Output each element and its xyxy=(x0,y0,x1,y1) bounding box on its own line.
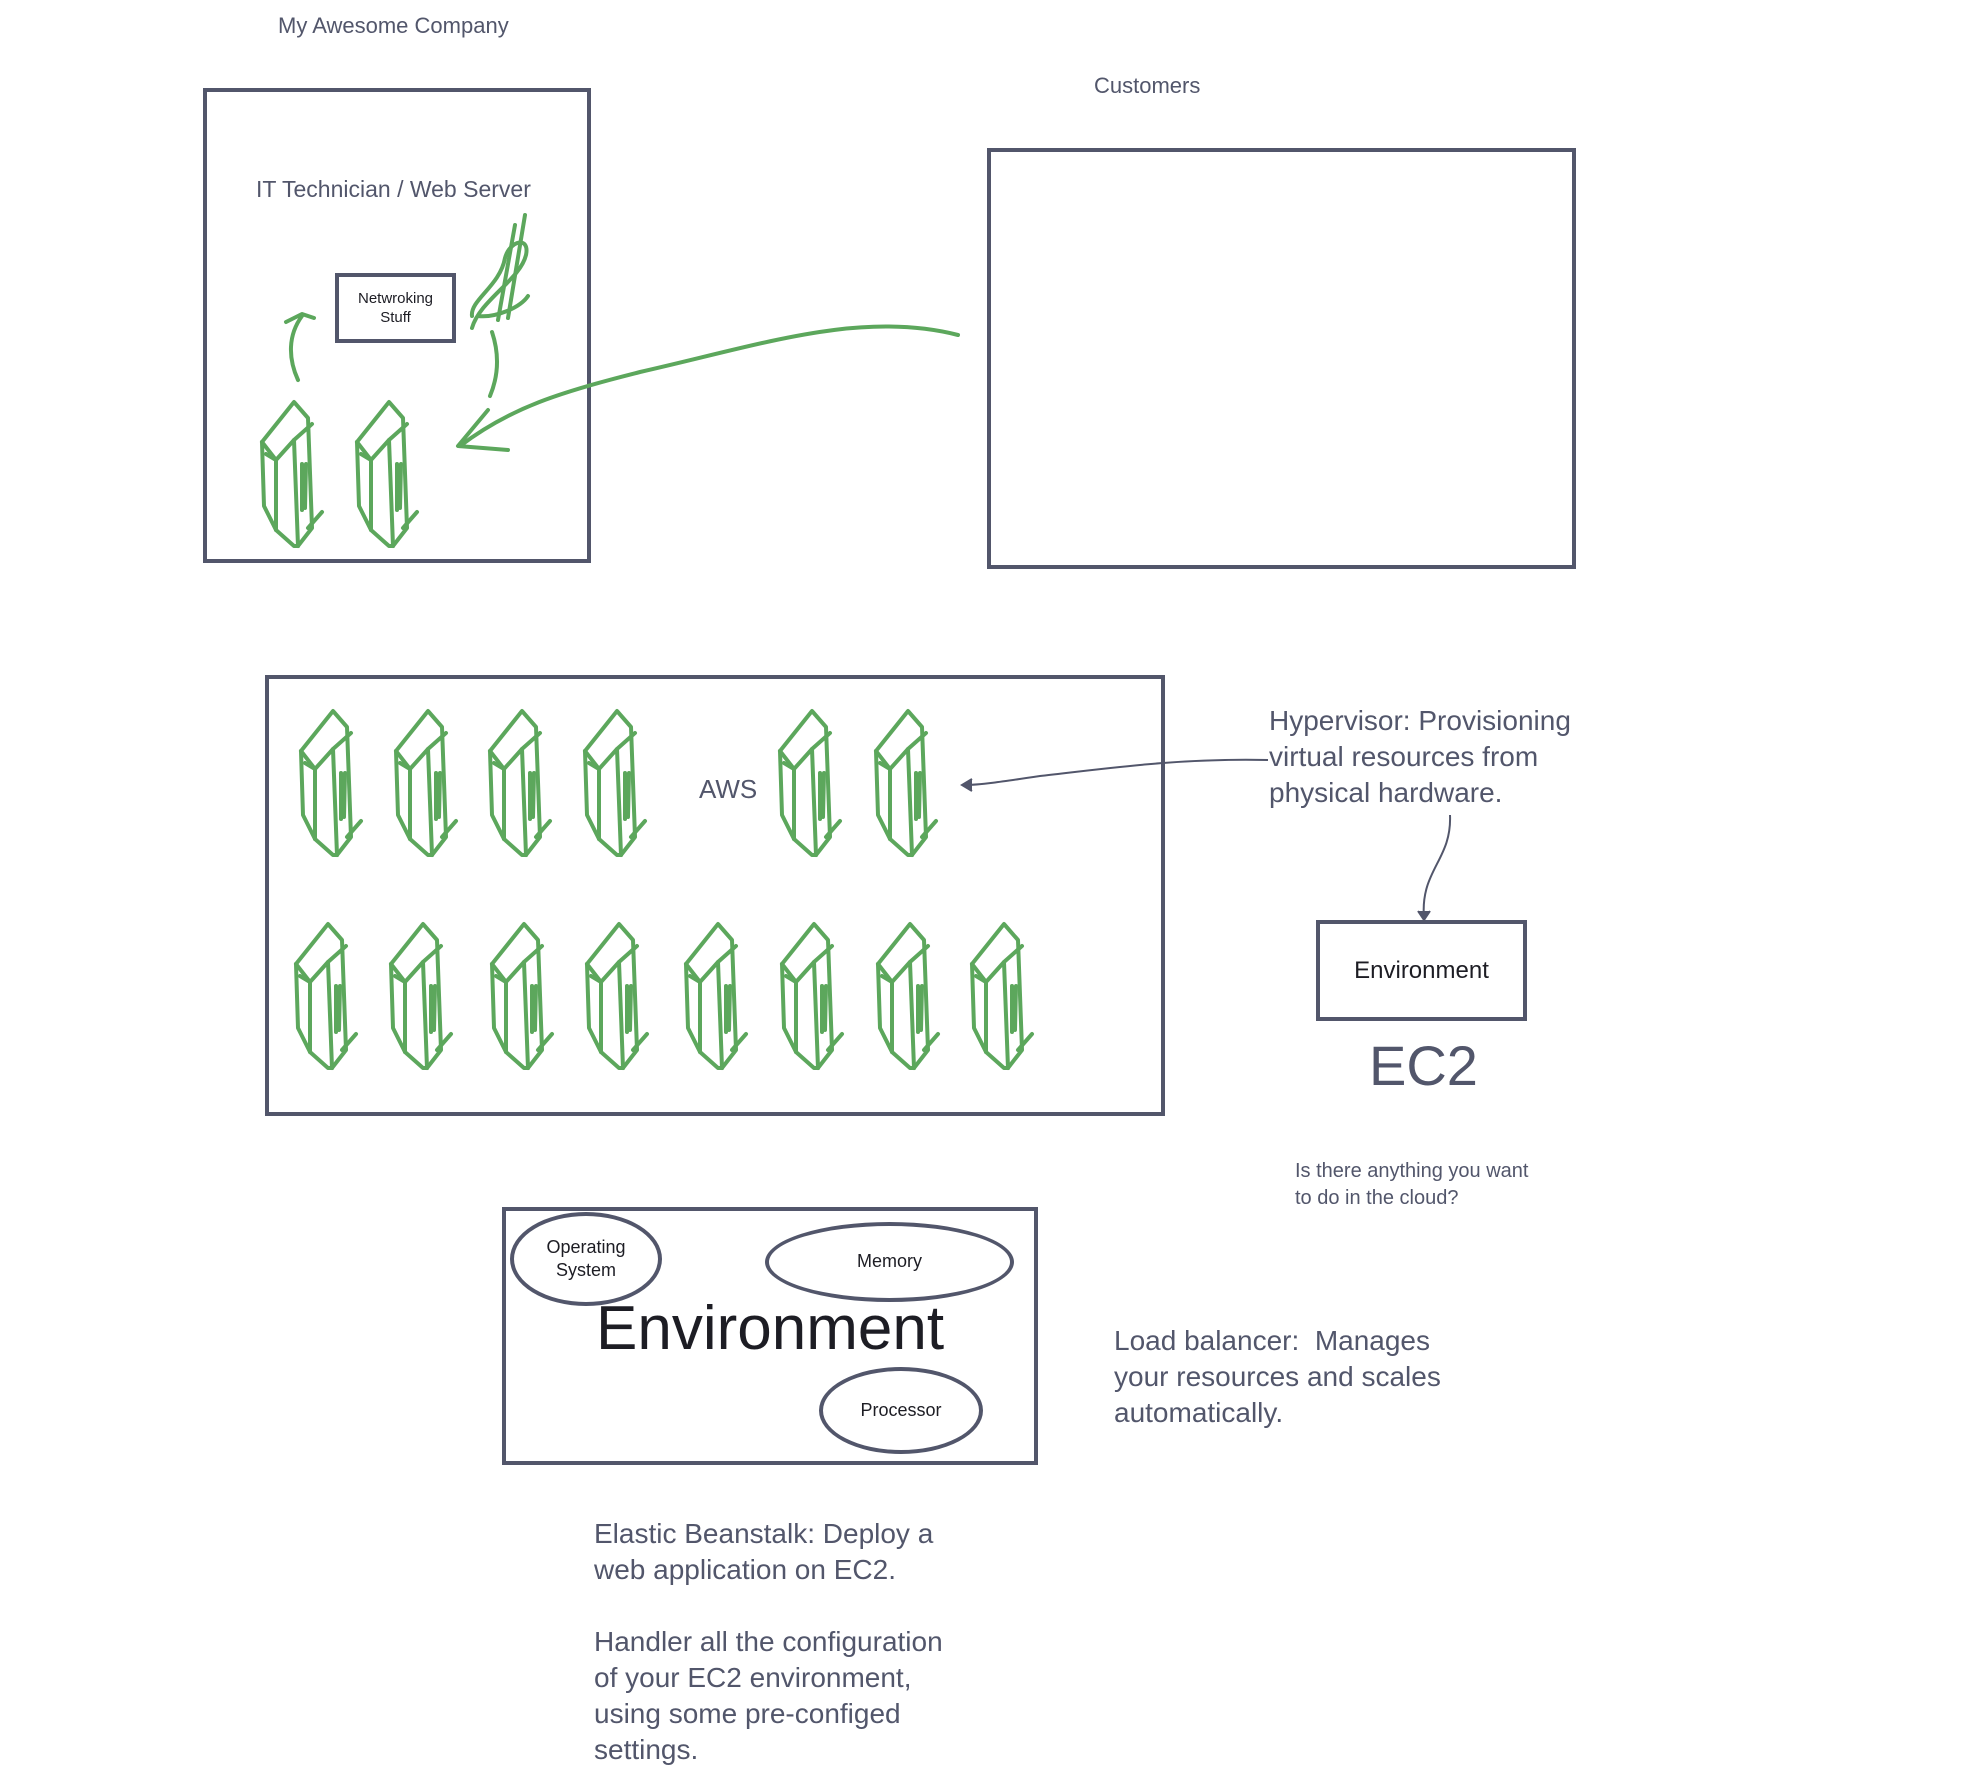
hypervisor-to-ec2-arrow xyxy=(1417,814,1452,922)
ec2-environment-box[interactable]: Environment xyxy=(1316,920,1527,1021)
company-title: My Awesome Company xyxy=(278,13,509,38)
networking-label: Netwroking Stuff xyxy=(357,289,434,327)
cloud-question: Is there anything you want to do in the … xyxy=(1295,1160,1529,1209)
environment-detail-box[interactable] xyxy=(502,1207,1038,1465)
memory-ellipse[interactable]: Memory xyxy=(765,1222,1014,1302)
ec2-environment-label: Environment xyxy=(1354,956,1489,984)
customers-title: Customers xyxy=(1094,73,1201,98)
load-balancer-text: Load balancer: Manages your resources an… xyxy=(1114,1325,1441,1428)
customers-box[interactable] xyxy=(987,148,1576,569)
beanstalk-text: Elastic Beanstalk: Deploy a web applicat… xyxy=(594,1518,943,1765)
environment-detail-title: Environment xyxy=(596,1294,945,1363)
networking-box[interactable]: Netwroking Stuff xyxy=(335,273,456,343)
company-subtitle: IT Technician / Web Server xyxy=(256,176,531,202)
processor-ellipse[interactable]: Processor xyxy=(819,1367,983,1454)
hypervisor-text: Hypervisor: Provisioning virtual resourc… xyxy=(1269,705,1571,808)
ec2-title: EC2 xyxy=(1369,1034,1478,1097)
aws-box[interactable] xyxy=(265,675,1165,1116)
aws-label: AWS xyxy=(699,774,758,804)
operating-system-ellipse[interactable]: Operating System xyxy=(510,1212,662,1306)
